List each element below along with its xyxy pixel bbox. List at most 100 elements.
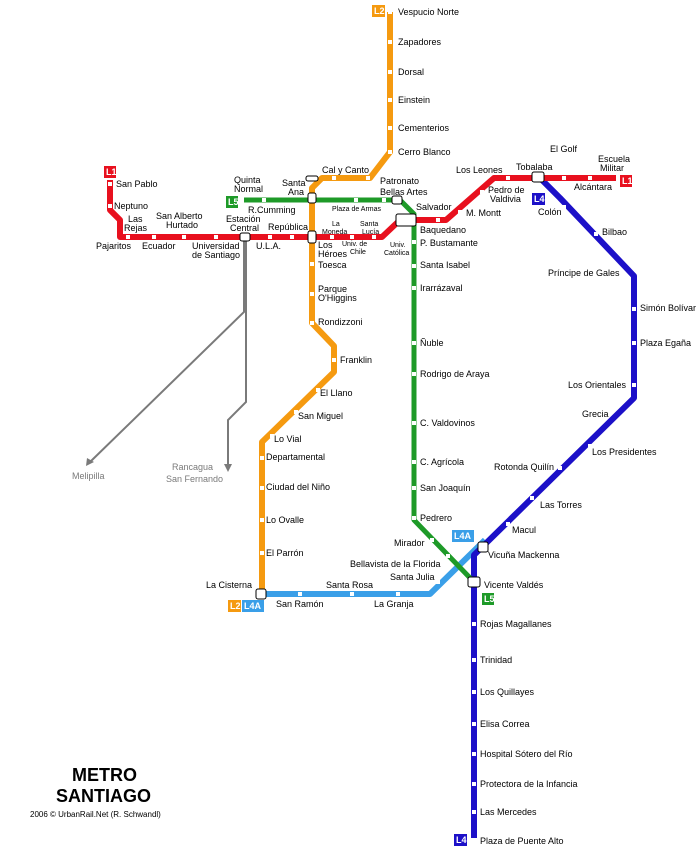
label-pedrero: Pedrero xyxy=(420,513,452,523)
melipilla-branch xyxy=(89,240,245,463)
label-san-ramon: San Ramón xyxy=(276,599,324,609)
label-mirador: Mirador xyxy=(394,538,425,548)
label-grecia: Grecia xyxy=(582,409,609,419)
label-los-leones: Los Leones xyxy=(456,165,503,175)
label-vespucio-norte: Vespucio Norte xyxy=(398,7,459,17)
label-quinta-normal-2: Normal xyxy=(234,184,263,194)
label-pedro-de-valdivia-2: Valdivia xyxy=(490,194,521,204)
label-c-agricola: C. Agrícola xyxy=(420,457,464,467)
label-las-rejas-2: Rejas xyxy=(124,223,148,233)
label-tobalaba: Tobalaba xyxy=(516,162,553,172)
label-santa-isabel: Santa Isabel xyxy=(420,260,470,270)
svg-text:L1: L1 xyxy=(106,167,117,177)
label-elisa-correa: Elisa Correa xyxy=(480,719,530,729)
svg-text:L4A: L4A xyxy=(244,601,262,611)
label-estacion-central-1: Estación xyxy=(226,214,261,224)
branch-labels: Melipilla Rancagua San Fernando xyxy=(72,462,223,484)
label-cerro-blanco: Cerro Blanco xyxy=(398,147,451,157)
label-el-llano: El Llano xyxy=(320,388,353,398)
badge-l2-north: L2 xyxy=(372,5,385,17)
label-departamental: Departamental xyxy=(266,452,325,462)
label-los-presidentes: Los Presidentes xyxy=(592,447,657,457)
badge-l5-west: L5 xyxy=(226,196,239,208)
melipilla-arrow xyxy=(86,458,94,466)
map-title-line2: SANTIAGO xyxy=(56,786,151,806)
svg-text:L4: L4 xyxy=(534,194,545,204)
label-plaza-de-puente-alto: Plaza de Puente Alto xyxy=(480,836,564,846)
label-san-alberto-hurtado-2: Hurtado xyxy=(166,220,198,230)
label-escuela-militar-1: Escuela xyxy=(598,154,630,164)
label-irarrazaval: Irarrázaval xyxy=(420,283,463,293)
label-rotonda-quilin: Rotonda Quilín xyxy=(494,462,554,472)
label-neptuno: Neptuno xyxy=(114,201,148,211)
label-colon: Colón xyxy=(538,207,562,217)
label-protectora-de-la-infancia: Protectora de la Infancia xyxy=(480,779,578,789)
line-l1 xyxy=(107,175,616,240)
label-bilbao: Bilbao xyxy=(602,227,627,237)
label-republica: República xyxy=(268,222,308,232)
label-salvador: Salvador xyxy=(416,202,452,212)
label-univ-de-chile-2: Chile xyxy=(350,249,366,256)
label-parque-ohiggins-2: O'Higgins xyxy=(318,293,357,303)
label-santa-julia: Santa Julia xyxy=(390,572,435,582)
rancagua-branch xyxy=(227,240,247,468)
svg-text:L2: L2 xyxy=(374,6,385,16)
label-el-parron: El Parrón xyxy=(266,548,304,558)
interchange-markers xyxy=(239,171,545,600)
label-dorsal: Dorsal xyxy=(398,67,424,77)
label-universidad-de-santiago-2: de Santiago xyxy=(192,250,240,260)
map-credit: 2006 © UrbanRail.Net (R. Schwandl) xyxy=(30,810,161,819)
label-univ-de-chile-1: Univ. de xyxy=(342,241,367,248)
label-univ-catolica-1: Univ. xyxy=(390,242,405,249)
label-p-bustamante: P. Bustamante xyxy=(420,238,478,248)
label-nuble: Ñuble xyxy=(420,338,444,348)
suburban-branches xyxy=(89,240,247,468)
label-c-valdovinos: C. Valdovinos xyxy=(420,418,475,428)
label-san-fernando: San Fernando xyxy=(166,474,223,484)
badge-l4a-south: L4A xyxy=(242,600,264,612)
label-santa-ana-2: Ana xyxy=(288,187,304,197)
label-vicente-valdes: Vicente Valdés xyxy=(484,580,544,590)
label-san-miguel: San Miguel xyxy=(298,411,343,421)
badge-l1-west: L1 xyxy=(104,166,117,178)
svg-text:L5: L5 xyxy=(228,197,239,207)
label-universidad-de-santiago-1: Universidad xyxy=(192,241,240,251)
badge-l4-south: L4 xyxy=(454,834,467,846)
label-santa-lucia-1: Santa xyxy=(360,221,378,228)
label-ecuador: Ecuador xyxy=(142,241,176,251)
label-toesca: Toesca xyxy=(318,260,347,270)
label-bellavista-de-la-florida: Bellavista de la Florida xyxy=(350,559,441,569)
svg-text:L1: L1 xyxy=(622,176,633,186)
label-estacion-central-2: Central xyxy=(230,223,259,233)
label-patronato: Patronato xyxy=(380,176,419,186)
station-labels: Vespucio Norte Zapadores Dorsal Einstein… xyxy=(96,7,696,846)
label-santa-lucia-2: Lucía xyxy=(362,229,379,236)
label-baquedano: Baquedano xyxy=(420,225,466,235)
label-vicuna-mackenna: Vicuña Mackenna xyxy=(488,550,559,560)
label-plaza-de-armas: Plaza de Armas xyxy=(332,206,382,213)
label-la-granja: La Granja xyxy=(374,599,414,609)
label-san-alberto-hurtado-1: San Alberto xyxy=(156,211,203,221)
badge-l1-east: L1 xyxy=(620,175,633,187)
label-ciudad-del-nino: Ciudad del Niño xyxy=(266,482,330,492)
label-plaza-egana: Plaza Egaña xyxy=(640,338,691,348)
label-san-joaquin: San Joaquín xyxy=(420,483,471,493)
label-r-cumming: R.Cumming xyxy=(248,205,296,215)
label-rodrigo-de-araya: Rodrigo de Araya xyxy=(420,369,490,379)
label-m-montt: M. Montt xyxy=(466,208,502,218)
label-cementerios: Cementerios xyxy=(398,123,450,133)
rancagua-arrow xyxy=(224,464,232,472)
label-hospital-sotero-del-rio: Hospital Sótero del Río xyxy=(480,749,573,759)
svg-text:L4A: L4A xyxy=(454,531,472,541)
label-melipilla: Melipilla xyxy=(72,471,105,481)
badge-l4-north: L4 xyxy=(532,193,545,205)
label-univ-catolica-2: Católica xyxy=(384,250,409,257)
label-pajaritos: Pajaritos xyxy=(96,241,132,251)
label-ula: U.L.A. xyxy=(256,241,281,251)
label-lo-vial: Lo Vial xyxy=(274,434,301,444)
label-rancagua: Rancagua xyxy=(172,462,213,472)
label-parque-ohiggins-1: Parque xyxy=(318,284,347,294)
label-santa-rosa: Santa Rosa xyxy=(326,580,373,590)
